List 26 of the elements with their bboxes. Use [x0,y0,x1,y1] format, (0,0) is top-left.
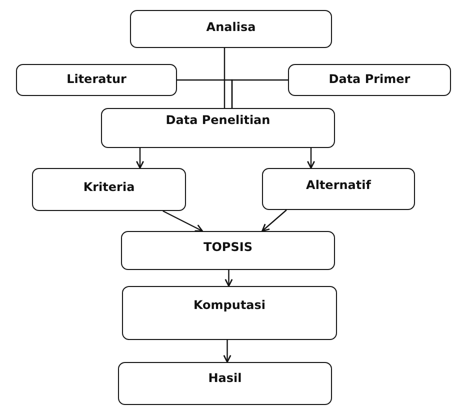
arrow [136,148,144,169]
process-box [118,362,332,405]
process-box [101,108,335,148]
box-label: Literatur [66,72,126,86]
box-label: Komputasi [193,298,266,312]
arrow [306,148,316,169]
box-label: Kriteria [83,180,135,194]
process-box [32,168,186,211]
arrow [162,210,203,232]
process-box [121,231,335,270]
arrow [224,270,233,287]
process-box [130,10,332,48]
connector-line [231,79,288,108]
process-box [16,64,177,96]
box-label: Analisa [206,20,256,34]
process-box [288,64,451,96]
connector-line [224,48,226,108]
process-box [262,168,415,210]
box-label: Data Primer [328,72,410,86]
box-label: Data Penelitian [166,113,270,127]
arrow [262,210,287,232]
box-label: TOPSIS [204,240,252,254]
box-label: Hasil [208,371,242,385]
arrow [223,340,232,363]
box-label: Alternatif [306,178,371,192]
process-box [122,286,337,340]
